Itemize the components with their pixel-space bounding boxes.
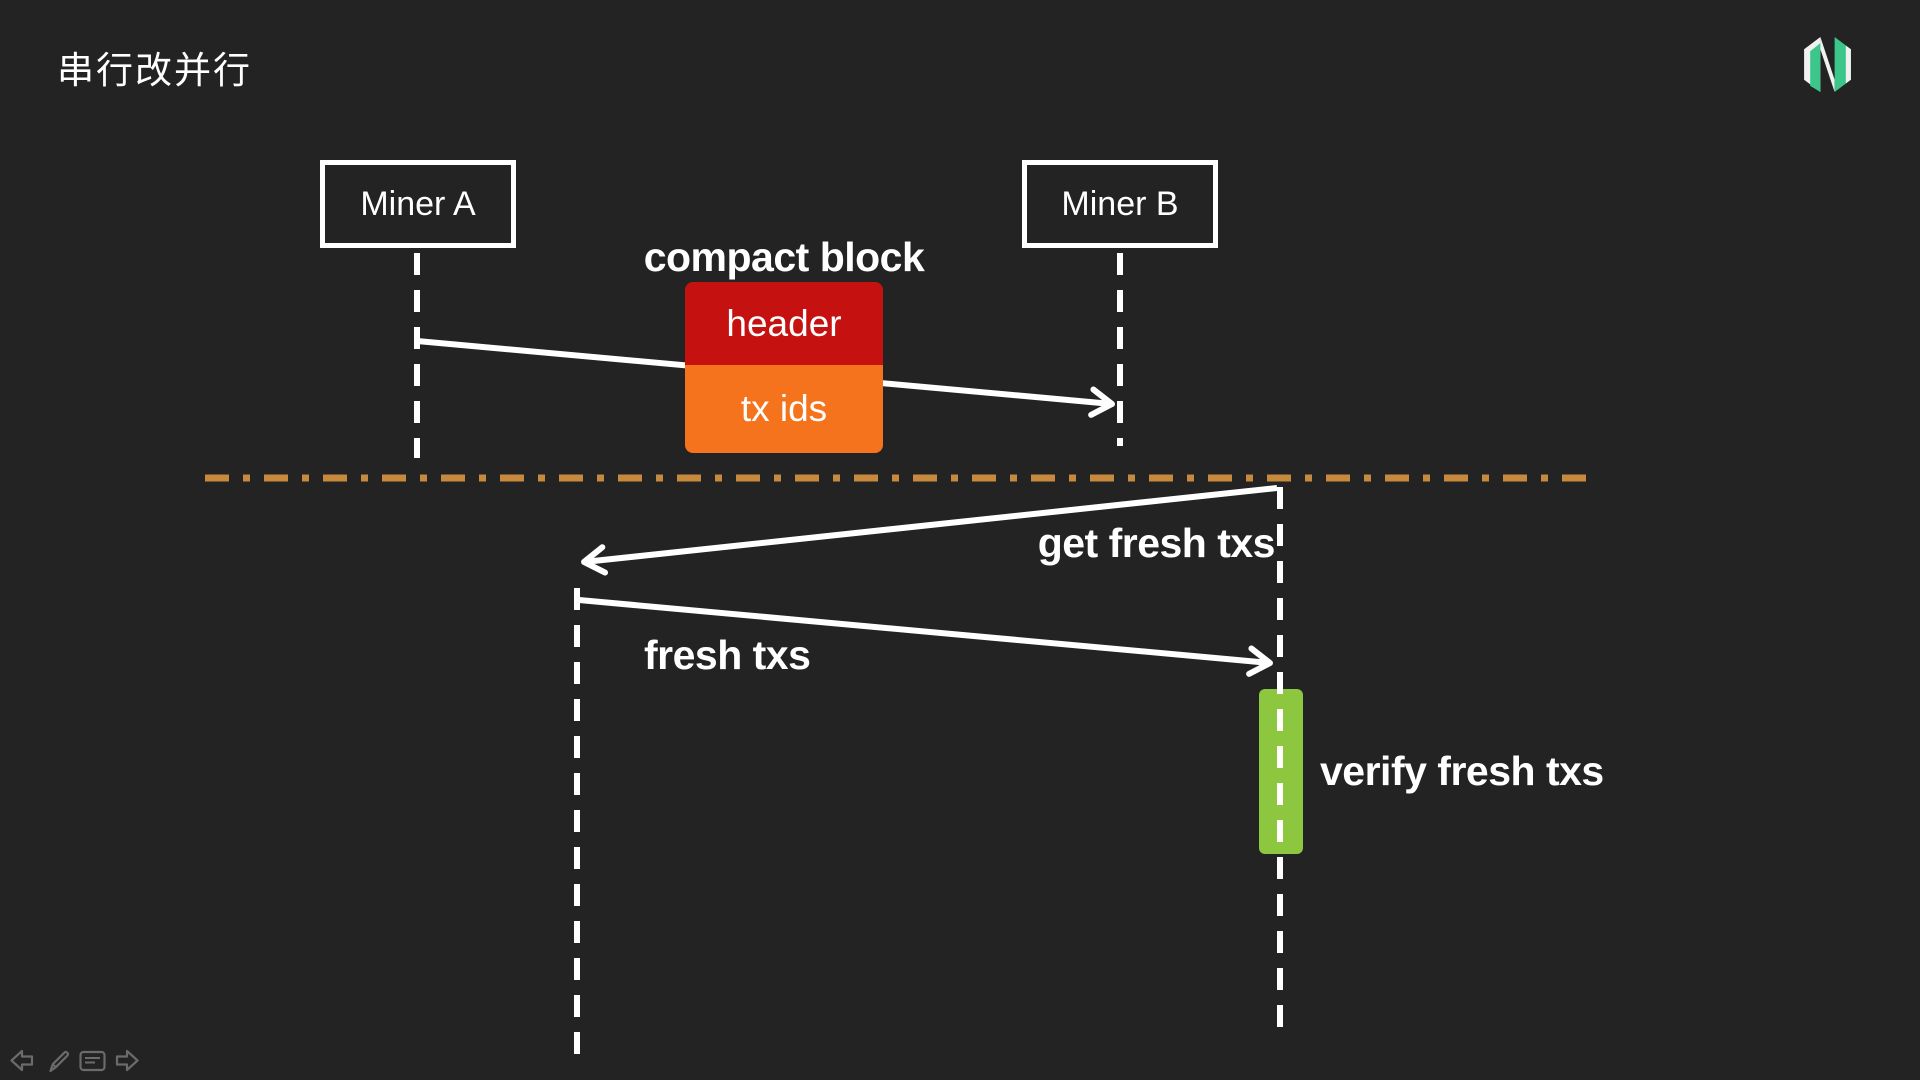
presenter-toolbar bbox=[6, 1044, 143, 1078]
header-label: header bbox=[726, 302, 842, 344]
comment-icon bbox=[79, 1050, 106, 1072]
pen-button[interactable] bbox=[41, 1045, 73, 1077]
verify-fresh-txs-label: verify fresh txs bbox=[1320, 748, 1604, 794]
page-title: 串行改并行 bbox=[57, 51, 252, 92]
compact-block-title: compact block bbox=[643, 234, 925, 280]
fresh-txs-arrow bbox=[578, 597, 1273, 677]
pen-icon bbox=[49, 1050, 70, 1073]
neovim-logo-icon bbox=[1804, 37, 1851, 92]
txids-label: tx ids bbox=[740, 388, 828, 429]
fresh-txs-label: fresh txs bbox=[644, 632, 811, 678]
arrow-left-icon bbox=[10, 1049, 34, 1072]
previous-slide-button[interactable] bbox=[6, 1045, 38, 1077]
miner-b-label: Miner B bbox=[1061, 184, 1179, 223]
compact-block-txids: tx ids bbox=[685, 365, 883, 453]
miner-a-box: Miner A bbox=[320, 160, 516, 248]
compact-block-header: header bbox=[685, 282, 883, 365]
get-fresh-txs-label: get fresh txs bbox=[1037, 520, 1276, 566]
miner-b-box: Miner B bbox=[1022, 160, 1218, 248]
comment-button[interactable] bbox=[76, 1045, 108, 1077]
arrow-right-icon bbox=[115, 1049, 139, 1072]
get-fresh-txs-arrow bbox=[581, 485, 1278, 576]
compact-block: header tx ids bbox=[685, 282, 883, 453]
miner-a-label: Miner A bbox=[360, 184, 476, 223]
next-slide-button[interactable] bbox=[111, 1045, 143, 1077]
